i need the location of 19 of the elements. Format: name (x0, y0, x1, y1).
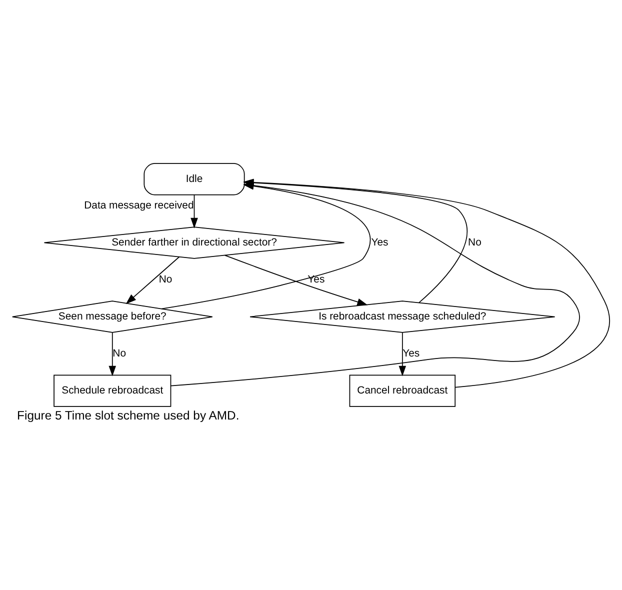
edge-label: Yes (402, 348, 420, 360)
node-box: Idle (144, 163, 245, 196)
edge-label: No (112, 348, 126, 360)
node-box: Cancel rebroadcast (349, 374, 456, 407)
edge-label: Data message received (84, 200, 194, 212)
caption: Figure 5 Time slot scheme used by AMD. (17, 408, 240, 423)
edge-label: Yes (371, 237, 388, 248)
node-diamond: Sender farther in directional sector? (44, 226, 345, 259)
node-diamond: Is rebroadcast message scheduled? (250, 300, 556, 333)
edge-label: No (158, 274, 172, 286)
arrow (126, 256, 180, 304)
arrow (108, 332, 116, 376)
arrow (398, 332, 406, 376)
arrow (190, 194, 198, 228)
arrow (224, 254, 368, 306)
edge-label: No (468, 237, 482, 248)
edge-label: Yes (308, 274, 325, 286)
node-box: Schedule rebroadcast (54, 374, 172, 407)
node-diamond: Seen message before? (12, 300, 213, 333)
